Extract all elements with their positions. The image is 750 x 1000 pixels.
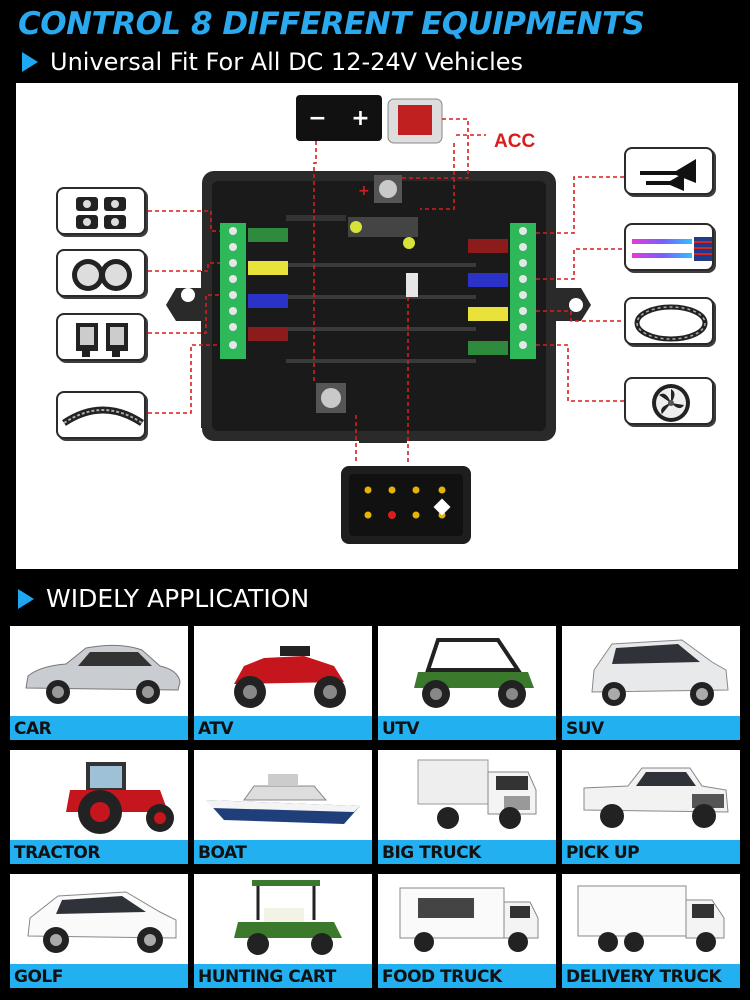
application-heading: WIDELY APPLICATION	[18, 584, 309, 613]
golf-car-icon	[27, 891, 177, 953]
battery-icon: − +	[296, 95, 382, 141]
led-strip-icon	[624, 223, 714, 271]
utv-icon	[414, 638, 534, 708]
acc-label: ACC	[494, 131, 536, 152]
vehicle-card-car: CAR	[10, 626, 188, 740]
work-lights-icon	[56, 313, 146, 361]
application-heading-text: WIDELY APPLICATION	[46, 584, 310, 613]
subtitle-text: Universal Fit For All DC 12-24V Vehicles	[50, 48, 524, 76]
vehicle-label: CAR	[14, 719, 52, 739]
vehicle-card-tractor: TRACTOR	[10, 750, 188, 864]
vehicle-card-pickup: PICK UP	[562, 750, 740, 864]
delivery-truck-icon	[577, 885, 725, 952]
vehicle-card-utv: UTV	[378, 626, 556, 740]
battery-minus-label: −	[308, 105, 327, 131]
cooling-fan-icon	[624, 377, 714, 425]
page-title: CONTROL 8 DIFFERENT EQUIPMENTS	[18, 6, 645, 42]
rock-lights-icon	[56, 187, 146, 235]
vehicle-card-big-truck: BIG TRUCK	[378, 750, 556, 864]
play-triangle-icon	[18, 588, 34, 609]
vehicle-card-boat: BOAT	[194, 750, 372, 864]
vehicle-label: PICK UP	[566, 843, 640, 863]
vehicle-card-suv: SUV	[562, 626, 740, 740]
vehicle-label: ATV	[198, 719, 234, 739]
vehicle-label: SUV	[566, 719, 604, 739]
svg-text:+: +	[358, 183, 370, 199]
big-truck-icon	[417, 759, 537, 829]
vehicle-label: HUNTING CART	[198, 967, 336, 987]
wiring-diagram: +	[16, 83, 738, 569]
vehicle-label: GOLF	[14, 967, 63, 987]
vehicle-label: BOAT	[198, 843, 247, 863]
vehicle-card-delivery-truck: DELIVERY TRUCK	[562, 874, 740, 988]
vehicle-card-golf: GOLF	[10, 874, 188, 988]
vehicle-label: UTV	[382, 719, 420, 739]
wiring-lines	[148, 118, 624, 463]
boat-icon	[206, 774, 360, 824]
switch-panel-controller	[341, 466, 471, 544]
wheel-ring-light-icon	[624, 297, 714, 345]
suv-icon	[591, 639, 729, 706]
air-horn-icon	[624, 147, 714, 195]
battery-plus-label: +	[351, 105, 370, 131]
vehicle-label: DELIVERY TRUCK	[566, 967, 722, 987]
light-bar-icon	[56, 391, 146, 439]
car-icon	[25, 644, 181, 704]
vehicle-card-hunting-cart: HUNTING CART	[194, 874, 372, 988]
vehicle-label: BIG TRUCK	[382, 843, 481, 863]
fuse-box: +	[166, 171, 591, 443]
vehicle-label: FOOD TRUCK	[382, 967, 502, 987]
vehicle-card-food-truck: FOOD TRUCK	[378, 874, 556, 988]
atv-icon	[234, 646, 346, 708]
fog-lights-icon	[56, 249, 146, 297]
play-triangle-icon	[22, 52, 38, 72]
pickup-icon	[583, 767, 729, 828]
vehicle-grid: CAR ATV UTV SUV TRACTOR BOAT BIG TRUCK P…	[10, 626, 741, 988]
food-truck-icon	[399, 887, 539, 952]
hunting-cart-icon	[234, 880, 342, 955]
vehicle-label: TRACTOR	[14, 843, 100, 863]
vehicle-card-atv: ATV	[194, 626, 372, 740]
subtitle: Universal Fit For All DC 12-24V Vehicles	[22, 48, 523, 76]
tractor-icon	[66, 762, 174, 834]
